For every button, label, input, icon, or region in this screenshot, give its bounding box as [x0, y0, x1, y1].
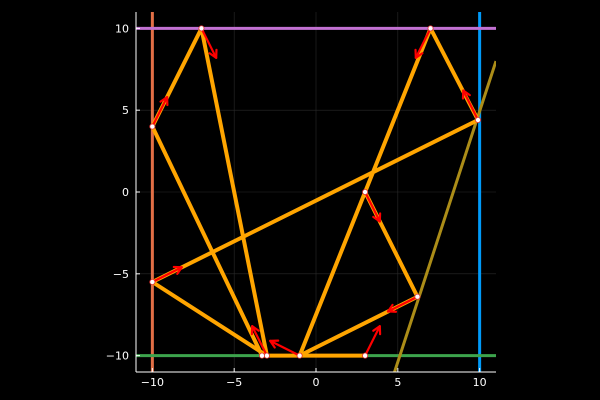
velocity-arrow-head — [386, 303, 398, 313]
velocity-arrow-head — [414, 48, 424, 59]
velocity-arrow-4 — [461, 89, 480, 122]
bounce-marker-2 — [296, 352, 303, 359]
bounce-markers — [149, 25, 481, 359]
velocity-arrow-6 — [250, 325, 269, 357]
x-tick-label: 5 — [394, 376, 401, 389]
velocity-arrows — [151, 27, 480, 357]
x-tick-label: −10 — [141, 376, 164, 389]
velocity-arrow-shaft — [200, 27, 218, 59]
velocity-arrow-head — [159, 95, 169, 107]
velocity-arrow-shaft — [251, 325, 269, 357]
velocity-arrow-0 — [363, 190, 382, 223]
y-tick-label: 5 — [122, 104, 129, 117]
y-tick-label: 0 — [122, 186, 129, 199]
bounce-marker-4 — [474, 117, 481, 124]
x-tick-label: 0 — [313, 376, 320, 389]
y-tick-label: −10 — [106, 350, 129, 363]
velocity-arrow-head — [172, 265, 183, 275]
velocity-arrow-head — [372, 325, 382, 336]
velocity-arrow-1 — [386, 295, 419, 313]
velocity-arrow-5 — [151, 265, 183, 284]
velocity-arrow-head — [461, 89, 471, 100]
velocity-arrow-head — [269, 339, 280, 349]
x-tick-label: 10 — [473, 376, 487, 389]
velocity-arrow-shaft — [414, 27, 432, 59]
bounce-marker-5 — [149, 278, 156, 285]
velocity-arrow-head — [250, 325, 260, 336]
velocity-arrow-8 — [151, 95, 169, 128]
velocity-arrow-shaft — [462, 89, 480, 122]
velocity-arrow-3 — [414, 27, 432, 59]
bounce-marker-8 — [149, 123, 156, 130]
bounce-marker-7 — [198, 25, 205, 32]
velocity-arrow-shaft — [151, 95, 169, 128]
velocity-arrow-shaft — [269, 339, 301, 357]
y-tick-label: −5 — [113, 268, 129, 281]
bounce-marker-3 — [427, 25, 434, 32]
x-tick-label: −5 — [226, 376, 242, 389]
velocity-arrow-shaft — [363, 190, 381, 223]
bounce-marker-10 — [362, 352, 369, 359]
y-tick-labels: −10 −5 0 5 10 — [106, 22, 129, 362]
bounce-marker-9 — [258, 352, 265, 359]
velocity-arrow-shaft — [386, 295, 419, 313]
bounce-marker-6 — [263, 352, 270, 359]
velocity-arrow-head — [372, 212, 382, 223]
velocity-arrow-head — [208, 48, 218, 59]
velocity-arrow-2 — [269, 339, 301, 357]
velocity-arrow-shaft — [151, 266, 183, 284]
plot-area — [136, 12, 496, 372]
bounce-marker-0 — [362, 188, 369, 195]
velocity-arrow-9 — [363, 325, 382, 357]
x-tick-labels: −10 −5 0 5 10 — [141, 376, 487, 389]
velocity-arrow-shaft — [363, 325, 381, 357]
axes — [135, 12, 496, 373]
velocity-arrow-7 — [200, 27, 218, 59]
bounce-marker-1 — [414, 293, 421, 300]
wall-line-4 — [393, 60, 496, 372]
y-tick-label: 10 — [115, 22, 129, 35]
